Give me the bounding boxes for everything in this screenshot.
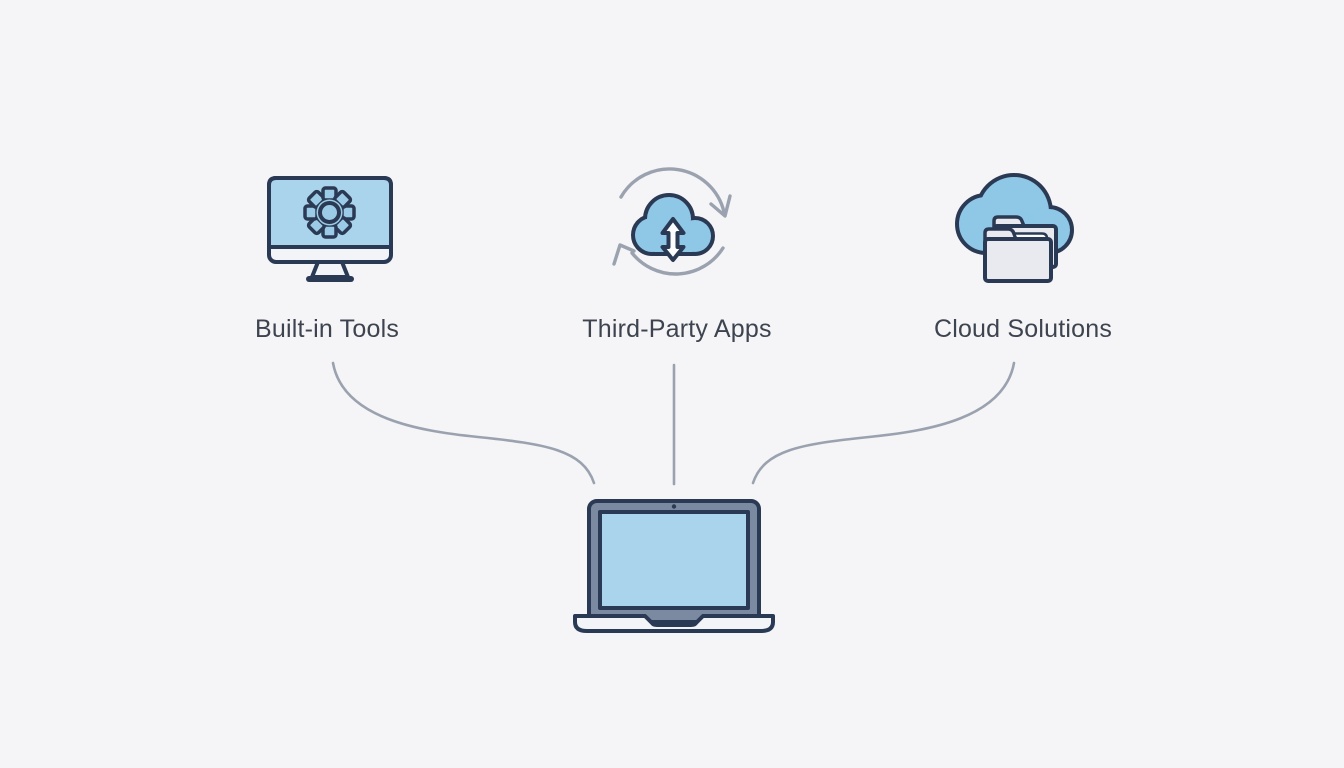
- connector-built-in-tools: [331, 361, 596, 485]
- up-down-arrow: [660, 217, 686, 262]
- cloud-sync-icon: [612, 167, 732, 276]
- connector-cloud-solutions: [751, 361, 1016, 485]
- node-label-cloud-solutions: Cloud Solutions: [933, 315, 1113, 343]
- sync-arrows: [612, 167, 732, 276]
- gear-glyph: [303, 186, 356, 239]
- node-label-third-party-apps: Third-Party Apps: [582, 315, 772, 343]
- monitor-gear-icon: [267, 176, 393, 282]
- cloud-folder-icon: [955, 173, 1074, 283]
- node-label-built-in-tools: Built-in Tools: [254, 315, 400, 343]
- laptop-icon: [573, 499, 775, 633]
- webcam-dot: [671, 504, 677, 509]
- front-folder: [983, 227, 1053, 283]
